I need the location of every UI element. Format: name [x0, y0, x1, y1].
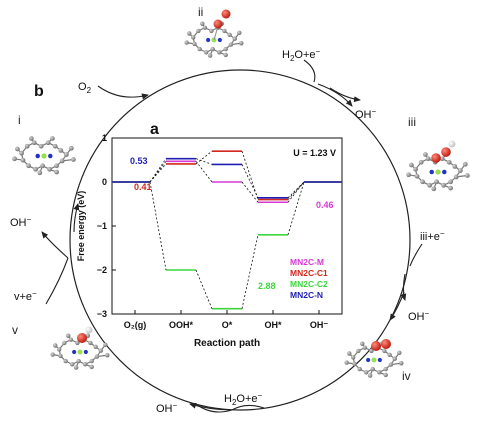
- condition-label: U = 1.23 V: [293, 148, 336, 158]
- annotation-0.46: 0.46: [316, 200, 334, 210]
- step-connector: [287, 181, 305, 235]
- x-tick-label: O₂(g): [124, 320, 147, 330]
- step-connector: [241, 151, 259, 200]
- roman-iv: iv: [402, 369, 411, 383]
- reaction-cycle-ring: [69, 69, 411, 411]
- label-h2o-bottom: H2O+e−: [224, 391, 263, 407]
- x-tick-label: OOH*: [169, 320, 194, 330]
- y-tick-label: −3: [97, 309, 107, 319]
- roman-ii: ii: [198, 5, 203, 19]
- step-connector: [241, 181, 259, 203]
- label-oh-top: OH−: [355, 107, 377, 121]
- x-tick-label: OH*: [264, 320, 282, 330]
- arrow-h2o-bottom-in: [231, 404, 265, 411]
- free-energy-chart: 1 0 −1 −2 −3 O₂(g) OOH* O* OH* OH⁻ MN2C-MMN2C-C1…: [76, 133, 343, 349]
- arrow-h2o-top-in: [303, 59, 316, 83]
- arrow-o2-in: [97, 85, 149, 100]
- molecule-iv: [344, 339, 404, 378]
- legend-entry-MN2C-N: MN2C-N: [290, 290, 323, 300]
- arrow-top-right: [317, 83, 353, 107]
- annotation-2.88: 2.88: [258, 281, 276, 291]
- arrow-v-e-in: [45, 257, 69, 305]
- legend-entry-MN2C-M: MN2C-M: [290, 257, 324, 267]
- panel-label-a: a: [150, 121, 159, 138]
- y-axis-title: Free energy (eV): [76, 191, 86, 262]
- annotation-0.41: 0.41: [134, 182, 152, 192]
- label-o2: O2: [78, 81, 92, 95]
- molecule-ii: [184, 9, 244, 58]
- y-tick-label: −1: [97, 221, 107, 231]
- roman-iii: iii: [408, 115, 416, 129]
- step-connector: [241, 234, 259, 309]
- label-oh-right: OH−: [408, 309, 430, 323]
- cycle-arrows: [41, 59, 423, 413]
- step-connector: [149, 181, 167, 271]
- y-tick-label: 1: [102, 133, 107, 143]
- label-v-e: v+e−: [14, 289, 37, 303]
- legend-entry-MN2C-C2: MN2C-C2: [290, 279, 328, 289]
- x-tick-label: O*: [222, 320, 233, 330]
- molecule-iii: [406, 140, 470, 192]
- label-oh-bottom: OH−: [156, 401, 178, 415]
- molecule-v: [50, 326, 110, 370]
- label-h2o-top: H2O+e−: [282, 47, 321, 63]
- annotation-0.53: 0.53: [130, 156, 148, 166]
- arrow-oh-bottom-out: [195, 403, 233, 413]
- step-connector: [195, 150, 213, 165]
- label-iii-e: iii+e−: [420, 229, 445, 243]
- roman-i: i: [18, 113, 21, 127]
- arrow-oh-top-out: [329, 87, 361, 103]
- step-connector: [149, 163, 167, 183]
- arrow-oh-left-out: [41, 231, 69, 259]
- molecule-i: [12, 136, 76, 176]
- x-axis-title: Reaction path: [194, 338, 260, 349]
- step-connector: [195, 161, 213, 183]
- y-tick-label: 0: [102, 177, 107, 187]
- step-connector: [195, 158, 213, 165]
- arrow-oh-right-out: [400, 273, 407, 301]
- legend-entry-MN2C-C1: MN2C-C1: [290, 268, 328, 278]
- step-connector: [287, 181, 305, 203]
- arrow-left: [73, 203, 80, 233]
- panel-label-b: b: [34, 83, 44, 100]
- roman-v: v: [12, 323, 18, 337]
- plot-frame: [111, 137, 343, 315]
- arrow-iii-e-in: [409, 243, 423, 267]
- step-connector: [195, 269, 213, 309]
- step-connector: [149, 158, 167, 183]
- y-tick-label: −2: [97, 265, 107, 275]
- x-tick-label: OH⁻: [310, 320, 329, 330]
- arrow-bottom: [189, 402, 233, 411]
- label-oh-left: OH−: [10, 215, 32, 229]
